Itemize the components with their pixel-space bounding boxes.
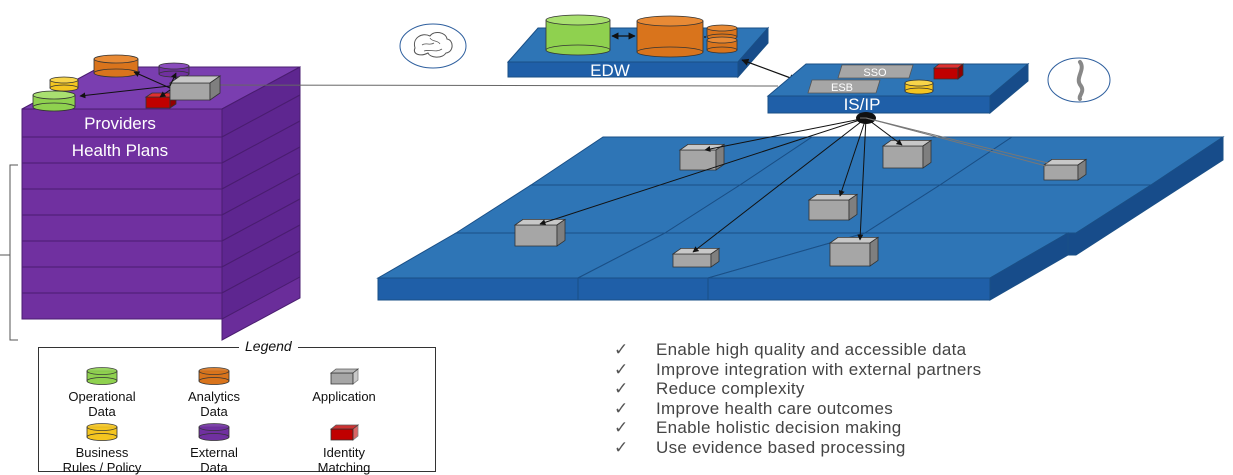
operational-data-icon (32, 90, 76, 112)
legend-item-label: Data (200, 404, 228, 419)
edw-isip-connector (741, 58, 797, 82)
cylinder-green-icon (86, 367, 118, 385)
check-icon: ✓ (614, 359, 629, 379)
hub-connectors (539, 117, 1049, 253)
application-box-icon (513, 218, 567, 247)
legend-item-label: Operational (68, 389, 136, 404)
check-icon: ✓ (614, 398, 629, 418)
stack-top-objects (32, 54, 779, 112)
stack-bracket (9, 164, 18, 341)
stack-layer (21, 250, 301, 320)
enterprise-platform-grid (376, 136, 1225, 301)
check-icon: ✓ (614, 340, 629, 359)
edw-platform: EDW (506, 14, 770, 80)
application-box-icon (828, 236, 880, 267)
legend-item-label: Analytics (187, 389, 241, 404)
edw-label: EDW (590, 61, 630, 80)
stack-layer (21, 146, 301, 216)
stack-layer: Providers (21, 66, 301, 138)
analytics-data-icon (93, 54, 139, 78)
legend-item-label: Rules / Policy (62, 460, 142, 475)
benefit-item: ✓ Reduce complexity (614, 379, 981, 399)
legend-item: Application (289, 366, 399, 404)
hub-connector (692, 117, 867, 253)
hub-connector (704, 117, 867, 152)
hub-connector (539, 117, 867, 226)
isip-identity-matching-icon (932, 63, 965, 80)
benefit-text: Use evidence based processing (656, 437, 906, 457)
benefit-item: ✓ Enable high quality and accessible data (614, 340, 981, 360)
stack-layer (21, 172, 301, 242)
legend-item-label: Identity (323, 445, 365, 460)
edw-operational-data-icon (545, 14, 611, 56)
benefits-list: ✓ Enable high quality and accessible data… (614, 340, 981, 457)
benefit-text: Reduce complexity (656, 379, 805, 398)
benefit-text: Improve health care outcomes (656, 398, 894, 418)
esb-label: ESB (831, 82, 853, 94)
hub-connector (865, 117, 903, 146)
check-icon: ✓ (614, 379, 629, 398)
esb-component: ESB (807, 79, 881, 94)
application-box-icon (671, 247, 721, 268)
grid-application-boxes (513, 139, 1088, 268)
benefit-item: ✓ Enable holistic decision making (614, 418, 981, 438)
cylinder-orange-icon (198, 367, 230, 385)
stack-layer (21, 224, 301, 294)
application-box-icon (881, 139, 933, 169)
stack-layer (21, 198, 301, 268)
brain-icon (399, 23, 467, 69)
isip-platform: IS/IP SSO ESB (766, 62, 1030, 124)
legend-item-label: Business (75, 445, 129, 460)
benefit-text: Improve integration with external partne… (656, 359, 982, 379)
hub-connector (865, 117, 1047, 167)
isip-business-rules-icon (904, 79, 934, 95)
hub-connector (857, 117, 867, 241)
benefit-item: ✓ Use evidence based processing (614, 438, 981, 458)
stack-layer: Health Plans (21, 94, 301, 164)
legend-item-label: Application (312, 389, 376, 404)
legend-item-label: Data (200, 460, 228, 475)
stack-layer-label: Health Plans (72, 141, 168, 160)
business-rules-icon (49, 76, 79, 92)
legend-title: Legend (239, 338, 298, 354)
application-box-icon (1042, 158, 1088, 181)
cylinder-yellow-icon (86, 423, 118, 441)
benefit-text: Enable holistic decision making (656, 418, 902, 437)
hub-connector (865, 117, 1049, 164)
box-gray-icon (329, 368, 360, 385)
edw-analytics-small-icon (706, 24, 738, 54)
legend-item-label: External (190, 445, 238, 460)
hub-connector (838, 117, 867, 197)
benefit-item: ✓ Improve health care outcomes (614, 399, 981, 419)
cylinder-purple-icon (198, 423, 230, 441)
stack-layer (21, 120, 301, 190)
application-box-icon (807, 193, 859, 221)
benefit-text: Enable high quality and accessible data (656, 340, 967, 359)
stack-layer-label: Providers (84, 114, 156, 133)
benefit-item: ✓ Improve integration with external partn… (614, 360, 981, 380)
isip-label: IS/IP (844, 95, 881, 114)
external-data-icon (158, 62, 190, 78)
edw-analytics-data-icon (636, 15, 704, 58)
spine-icon (1047, 57, 1111, 103)
legend-item-label: Data (88, 404, 116, 419)
sso-component: SSO (837, 64, 914, 79)
legend-item-label: Matching (317, 460, 371, 475)
application-icon (168, 75, 222, 101)
check-icon: ✓ (614, 418, 629, 437)
sso-label: SSO (863, 67, 887, 79)
check-icon: ✓ (614, 437, 629, 457)
box-red-icon (329, 424, 360, 441)
